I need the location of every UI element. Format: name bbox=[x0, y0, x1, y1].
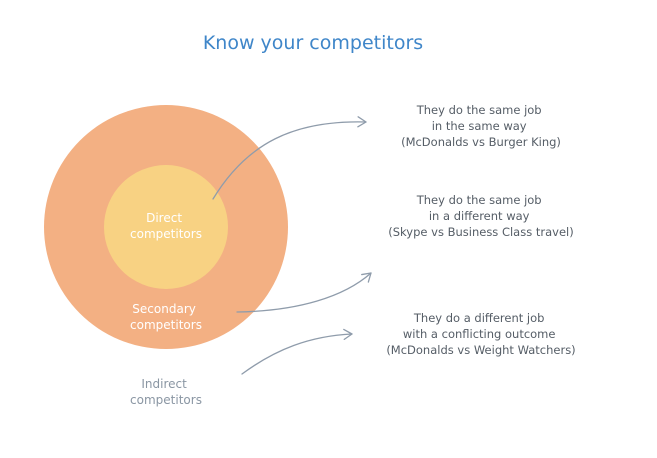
description-indirect-line-3: (McDonalds vs Weight Watchers) bbox=[386, 343, 575, 357]
indirect-label-line-1: Indirect bbox=[141, 377, 187, 391]
description-secondary: They do the same job in a different way … bbox=[388, 193, 573, 239]
description-indirect-line-2: with a conflicting outcome bbox=[403, 327, 556, 341]
description-direct-line-1: They do the same job bbox=[416, 103, 542, 117]
description-direct: They do the same job in the same way (Mc… bbox=[401, 103, 561, 149]
description-secondary-line-3: (Skype vs Business Class travel) bbox=[388, 225, 573, 239]
description-direct-line-2: in the same way bbox=[432, 119, 527, 133]
secondary-competitors-label: Secondary competitors bbox=[130, 302, 202, 332]
direct-label-line-1: Direct bbox=[146, 211, 182, 225]
secondary-to-different-way-arrow bbox=[236, 272, 372, 313]
direct-competitors-circle bbox=[104, 165, 228, 289]
indirect-to-conflicting-outcome-arrow bbox=[241, 328, 353, 375]
direct-competitors-label: Direct competitors bbox=[130, 211, 202, 241]
diagram-title: Know your competitors bbox=[203, 32, 423, 54]
description-direct-line-3: (McDonalds vs Burger King) bbox=[401, 135, 561, 149]
indirect-label-line-2: competitors bbox=[130, 393, 202, 407]
description-indirect-line-1: They do a different job bbox=[413, 311, 545, 325]
description-indirect: They do a different job with a conflicti… bbox=[386, 311, 575, 357]
indirect-competitors-label: Indirect competitors bbox=[130, 377, 202, 407]
direct-to-same-job-arrow bbox=[212, 116, 367, 200]
description-secondary-line-1: They do the same job bbox=[416, 193, 542, 207]
description-secondary-line-2: in a different way bbox=[429, 209, 530, 223]
secondary-label-line-2: competitors bbox=[130, 318, 202, 332]
direct-label-line-2: competitors bbox=[130, 227, 202, 241]
secondary-label-line-1: Secondary bbox=[132, 302, 196, 316]
